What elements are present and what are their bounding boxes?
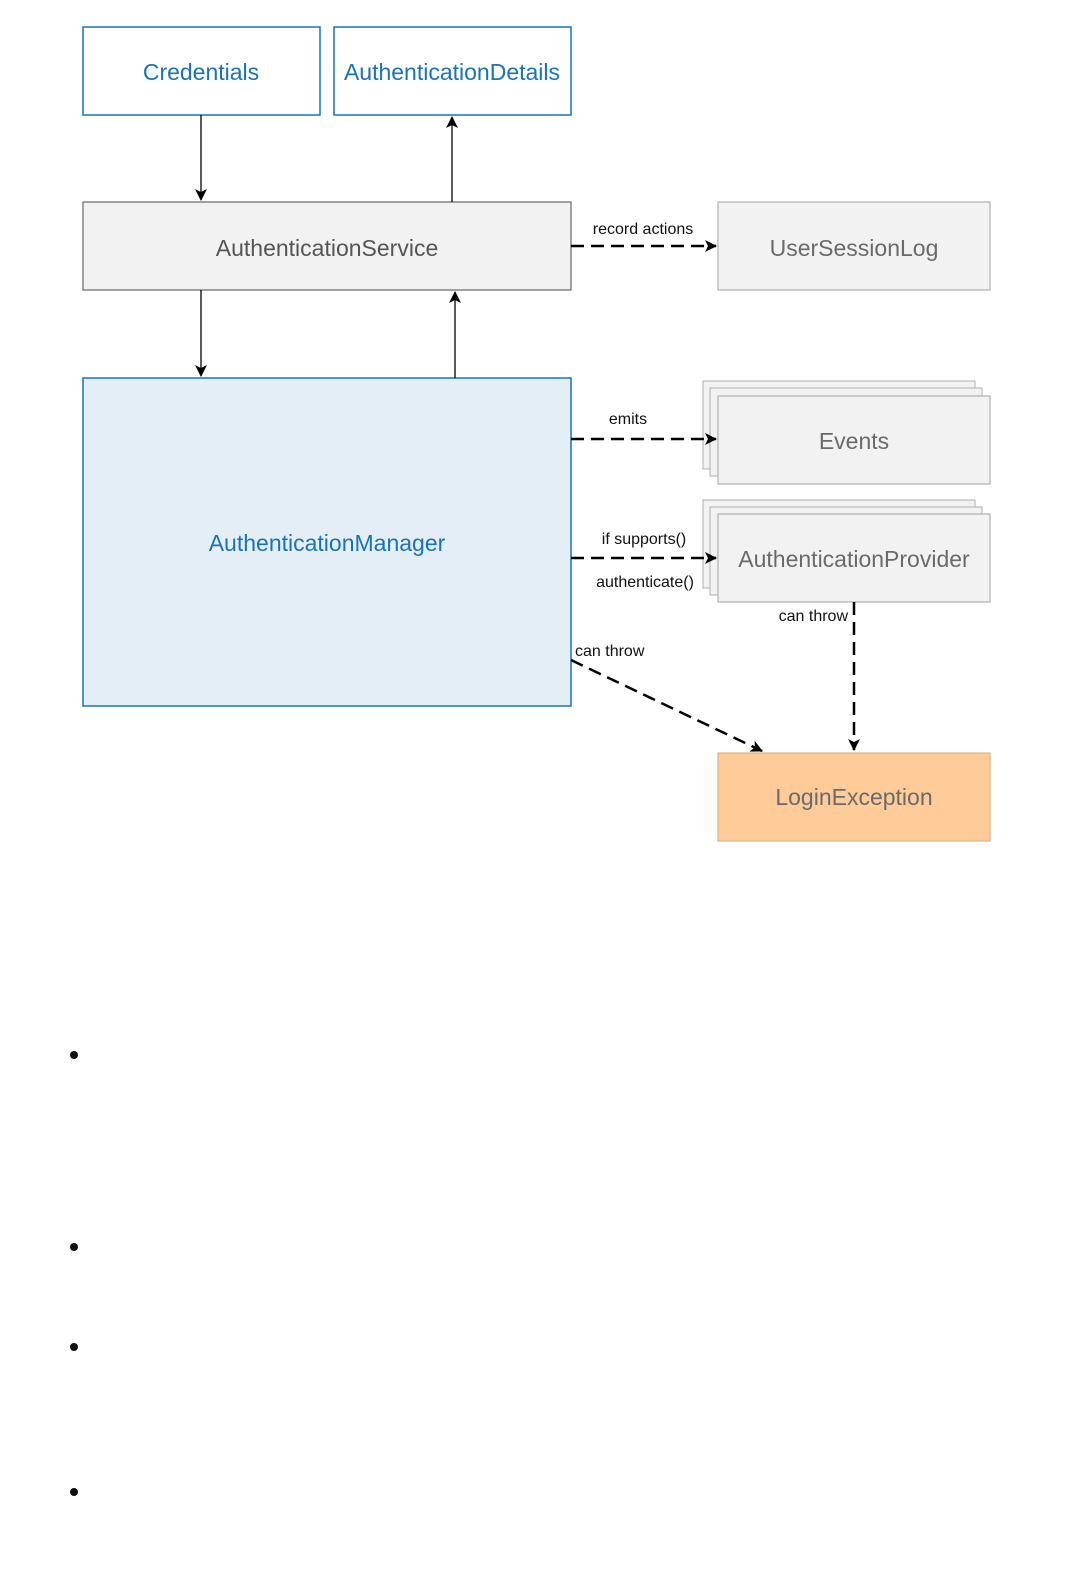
authentication-service-label: AuthenticationService — [216, 235, 438, 261]
authentication-service-node: AuthenticationService — [82, 201, 572, 291]
record-actions-label: record actions — [593, 221, 694, 238]
authentication-provider-node: AuthenticationProvider — [702, 499, 991, 603]
authentication-provider-label: AuthenticationProvider — [738, 546, 970, 572]
authentication-manager-node: AuthenticationManager — [82, 377, 572, 707]
authentication-details-label: AuthenticationDetails — [344, 59, 560, 85]
manager-can-throw-label: can throw — [575, 643, 645, 660]
user-session-log-node: UserSessionLog — [717, 201, 991, 291]
events-node: Events — [702, 380, 991, 485]
credentials-label: Credentials — [143, 59, 259, 85]
list-item — [70, 1051, 78, 1059]
authenticate-label: authenticate() — [596, 574, 694, 591]
login-exception-node: LoginException — [717, 752, 991, 842]
authentication-manager-label: AuthenticationManager — [209, 530, 446, 556]
provider-can-throw-label: can throw — [779, 608, 849, 625]
user-session-log-label: UserSessionLog — [770, 235, 939, 261]
manager-can-throw-arrow — [570, 658, 763, 753]
list-item — [70, 1488, 78, 1496]
credentials-node: Credentials — [82, 26, 321, 116]
list-item — [70, 1243, 78, 1251]
list-item — [70, 1343, 78, 1351]
authentication-details-node: AuthenticationDetails — [333, 26, 572, 116]
authentication-architecture-diagram: Credentials AuthenticationDetails Authen… — [82, 26, 991, 842]
login-exception-label: LoginException — [775, 784, 932, 810]
events-label: Events — [819, 428, 889, 454]
if-supports-label: if supports() — [602, 531, 686, 548]
emits-label: emits — [609, 411, 647, 428]
